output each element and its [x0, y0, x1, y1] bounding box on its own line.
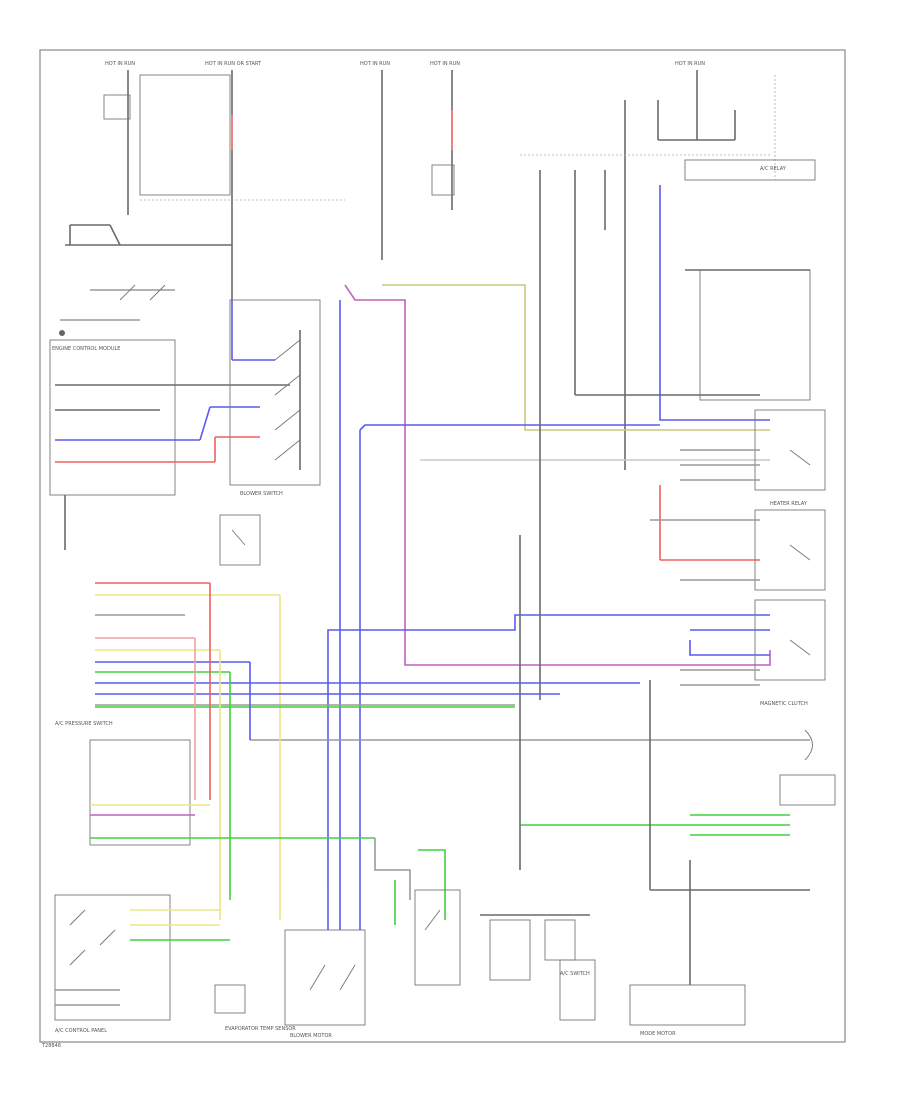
- ac-control-panel-label: A/C CONTROL PANEL: [55, 1028, 107, 1034]
- power-feeds: HOT IN RUN HOT IN RUN OR START HOT IN RU…: [103, 61, 776, 470]
- diagram-frame: [39, 49, 846, 1043]
- evaporator-sensor: EVAPORATOR TEMP SENSOR: [214, 984, 296, 1032]
- evaporator-label: EVAPORATOR TEMP SENSOR: [225, 1026, 296, 1032]
- feed-label-3: HOT IN RUN: [360, 61, 390, 67]
- blower-switch-label: BLOWER SWITCH: [240, 491, 283, 497]
- engine-control-module: ENGINE CONTROL MODULE: [49, 339, 290, 550]
- magnetic-clutch-label: MAGNETIC CLUTCH: [760, 701, 808, 707]
- ac-switch-label: A/C SWITCH: [560, 971, 590, 977]
- footer-code: T28848: [41, 1043, 61, 1049]
- bottom-relays: A/C SWITCH: [480, 914, 596, 1021]
- blower-motor-label: BLOWER MOTOR: [290, 1033, 332, 1039]
- connector-bus: [95, 582, 640, 920]
- feed-label-1: HOT IN RUN: [105, 61, 135, 67]
- signal-wires: [327, 185, 771, 890]
- ac-pressure-switch: A/C PRESSURE SWITCH: [55, 721, 446, 925]
- ac-pressure-label: A/C PRESSURE SWITCH: [55, 721, 113, 727]
- feed-label-2: HOT IN RUN OR START: [205, 61, 262, 67]
- blower-switch: BLOWER SWITCH: [219, 299, 321, 566]
- mode-motor-label: MODE MOTOR: [640, 1031, 676, 1037]
- heater-relay-label: HEATER RELAY: [770, 501, 808, 507]
- right-module: A/C RELAY HEATER RELAY MAGNETIC CLUTCH: [250, 159, 836, 1037]
- ecm-label: ENGINE CONTROL MODULE: [52, 346, 120, 352]
- blower-motor: BLOWER MOTOR: [284, 889, 461, 1039]
- feed-label-5: HOT IN RUN: [675, 61, 705, 67]
- left-relay: [59, 224, 232, 336]
- feed-label-4: HOT IN RUN: [430, 61, 460, 67]
- ac-control-panel: A/C CONTROL PANEL: [54, 894, 230, 1034]
- ac-relay-label: A/C RELAY: [760, 166, 787, 172]
